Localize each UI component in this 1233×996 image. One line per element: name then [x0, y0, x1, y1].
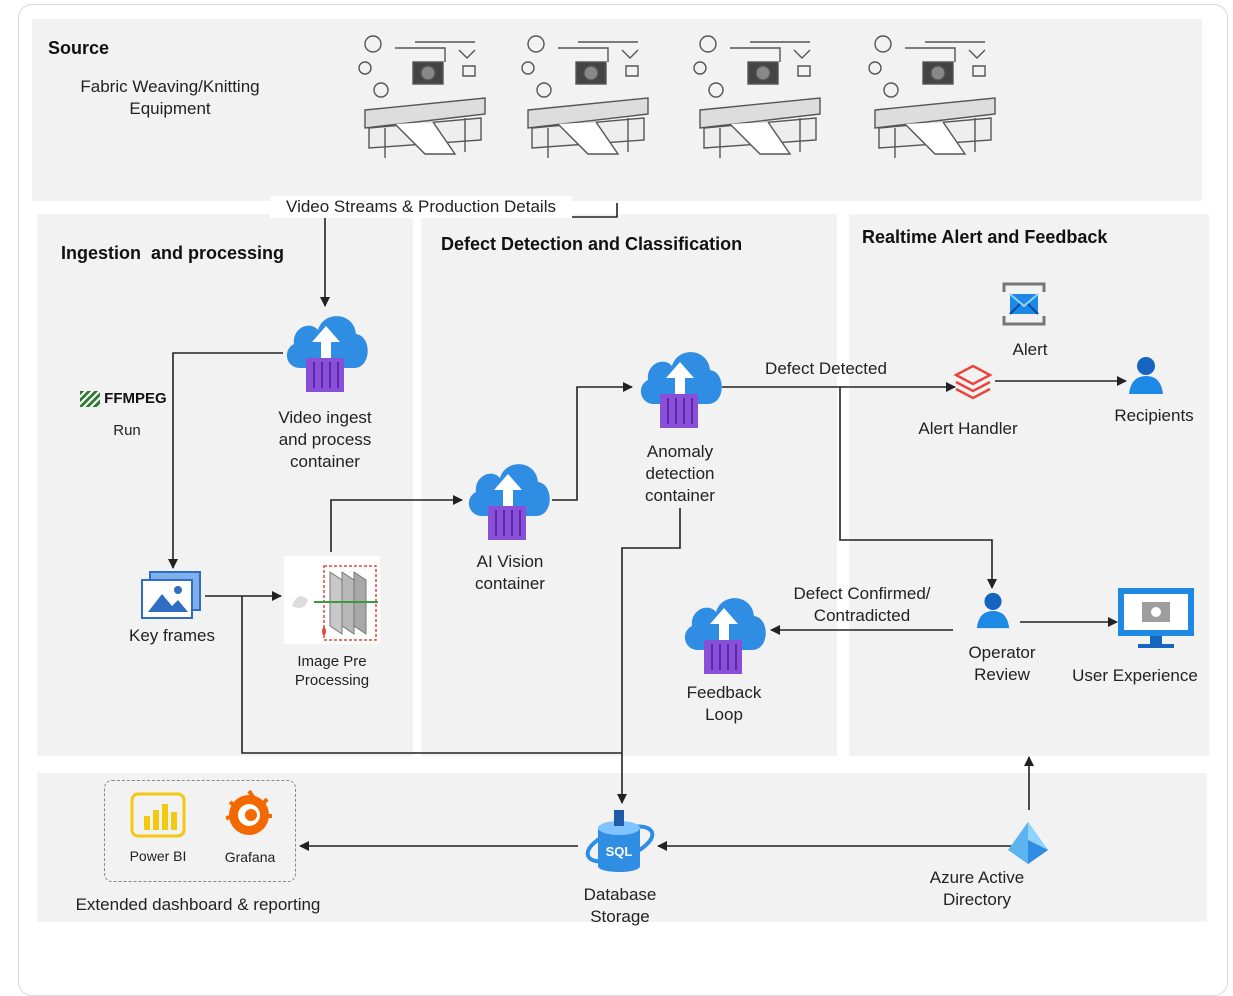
ingestion-title: Ingestion and processing	[61, 243, 285, 263]
video-ingest-label: Video ingest and process container	[278, 408, 372, 471]
sql-database-icon: SQL	[585, 810, 655, 872]
defect-confirmed-label: Defect Confirmed/ Contradicted	[793, 584, 931, 625]
sql-text: SQL	[606, 844, 633, 859]
anomaly-detection-label: Anomaly detection container	[645, 442, 715, 505]
video-streams-label: Video Streams & Production Details	[270, 196, 572, 218]
defect-detected-label: Defect Detected	[765, 359, 887, 378]
weaving-machine-camera-image	[868, 35, 996, 158]
operator-review-label: Operator Review	[968, 643, 1036, 684]
cloud-container-icon	[684, 598, 766, 674]
key-frames-label: Key frames	[129, 626, 215, 645]
ffmpeg-logo: FFMPEG	[80, 390, 167, 408]
cloud-container-icon	[640, 352, 722, 428]
monitor-icon	[1118, 588, 1194, 648]
database-storage-label: Database Storage	[583, 885, 657, 926]
alert-handler-label: Alert Handler	[918, 419, 1018, 438]
dashboard-tools-group	[104, 780, 296, 882]
weaving-machine-camera-image	[358, 35, 486, 158]
azure-active-directory-label: Azure Active Directory	[929, 868, 1025, 909]
ffmpeg-run-label: Run	[113, 422, 141, 439]
image-frames-icon	[141, 571, 201, 619]
ffmpeg-logo-text: FFMPEG	[104, 390, 167, 407]
person-icon	[976, 592, 1010, 629]
fabric-equipment-label: Fabric Weaving/Knitting Equipment	[80, 77, 260, 118]
alert-label: Alert	[1012, 340, 1048, 359]
architecture-diagram: Source Ingestion and processing Defect D…	[18, 4, 1228, 996]
azure-ad-pyramid-icon	[1008, 822, 1048, 864]
power-bi-icon	[130, 792, 186, 838]
image-pre-processing-label: Image Pre Processing	[294, 653, 370, 689]
feedback-loop-label: Feedback Loop	[686, 683, 762, 724]
source-title: Source	[48, 38, 110, 58]
power-bi-label: Power BI	[129, 848, 187, 864]
weaving-machine-camera-image	[693, 35, 821, 158]
user-experience-label: User Experience	[1072, 666, 1198, 685]
ffmpeg-mark-icon	[80, 391, 100, 408]
mail-alert-icon	[1002, 282, 1046, 326]
grafana-label: Grafana	[224, 849, 276, 865]
cloud-container-icon	[468, 464, 550, 540]
recipients-label: Recipients	[1114, 406, 1194, 425]
person-icon	[1129, 357, 1163, 394]
ai-vision-label: AI Vision container	[475, 552, 545, 593]
image-preprocessing-icon	[284, 556, 380, 644]
defect-title: Defect Detection and Classification	[441, 234, 743, 254]
extended-dashboard-label: Extended dashboard & reporting	[75, 895, 321, 914]
weaving-machine-camera-image	[521, 35, 649, 158]
grafana-icon	[225, 789, 272, 835]
alert-handler-stack-icon	[953, 364, 993, 400]
cloud-container-icon	[286, 316, 368, 392]
alert-title: Realtime Alert and Feedback	[862, 227, 1108, 247]
